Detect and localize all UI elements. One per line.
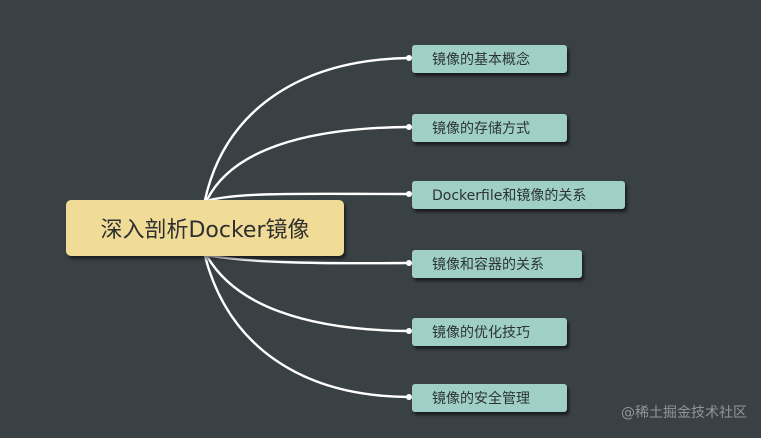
child-node-dockerfile-relation[interactable]: Dockerfile和镜像的关系: [412, 181, 625, 209]
connector-2: [205, 125, 410, 202]
connector-3: [208, 192, 410, 202]
root-node-label: 深入剖析Docker镜像: [100, 218, 310, 243]
child-node-basic-concepts[interactable]: 镜像的基本概念: [412, 45, 567, 73]
connector-dot-1: [406, 55, 412, 61]
connector-dot-2: [406, 124, 412, 130]
child-node-optimization[interactable]: 镜像的优化技巧: [412, 318, 567, 346]
child-node-label: 镜像的安全管理: [432, 391, 530, 407]
connector-6: [203, 254, 410, 399]
child-node-label: 镜像的优化技巧: [432, 325, 530, 341]
connector-5: [205, 254, 410, 333]
connector-dot-5: [406, 328, 412, 334]
child-node-container-relation[interactable]: 镜像和容器的关系: [412, 250, 582, 278]
root-node[interactable]: 深入剖析Docker镜像: [66, 200, 344, 256]
watermark: @稀土掘金技术社区: [621, 405, 747, 421]
connector-1: [203, 56, 410, 202]
connector-4: [208, 254, 410, 265]
connector-dot-6: [406, 394, 412, 400]
child-node-label: Dockerfile和镜像的关系: [432, 188, 587, 204]
child-node-label: 镜像和容器的关系: [432, 257, 544, 273]
child-node-label: 镜像的基本概念: [432, 52, 530, 68]
connector-dot-3: [406, 191, 412, 197]
child-node-security[interactable]: 镜像的安全管理: [412, 384, 567, 412]
child-node-storage[interactable]: 镜像的存储方式: [412, 114, 567, 142]
connector-dot-4: [406, 260, 412, 266]
child-node-label: 镜像的存储方式: [432, 121, 530, 137]
